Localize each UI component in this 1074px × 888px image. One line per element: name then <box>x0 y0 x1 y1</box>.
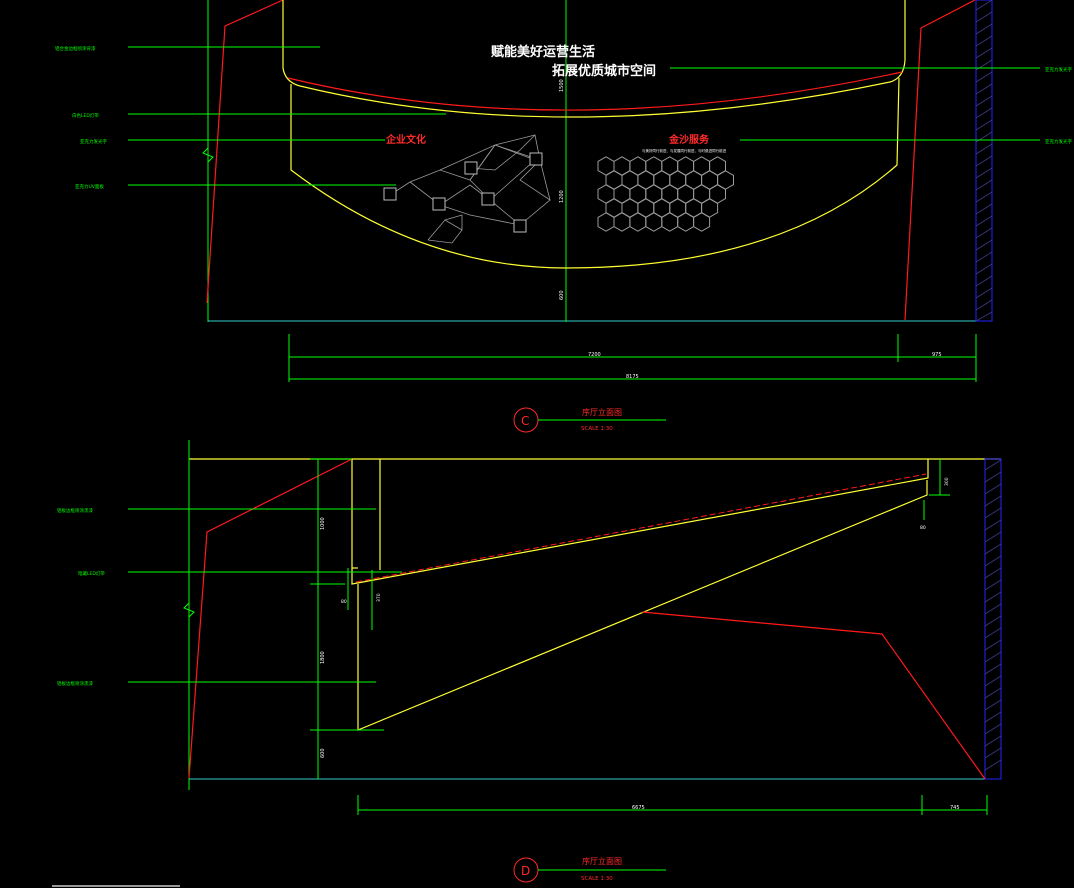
d-upper-panel-yellow <box>351 459 929 585</box>
c-callout-right-2: 亚克力发光字 <box>1045 138 1072 145</box>
c-label-service: 金沙服务 <box>668 133 710 146</box>
c-led-arc-red <box>287 71 903 111</box>
c-callout-1: 铝合金边框喷涂背漆 <box>55 45 96 52</box>
hexagon-cell <box>693 212 711 232</box>
d-small-dim-80: 80 <box>341 599 347 605</box>
d-dim-745: 745 <box>950 805 960 811</box>
d-right-wall-red <box>641 611 986 780</box>
elevation-d: 1000 1800 600 80 370 300 80 铝板边框喷涂黑漆 暗藏L… <box>57 440 1002 883</box>
c-marker: C <box>521 414 529 428</box>
network-node-icon <box>383 187 397 201</box>
hexagon-cell <box>645 212 663 232</box>
c-hexagon-grid <box>597 156 734 232</box>
elevation-c: 赋能美好运营生活 拓展优质城市空间 企业文化 金沙服务 与美好同行前进、与发展同… <box>55 0 1072 433</box>
network-node-icon <box>529 152 543 166</box>
d-vdim-3: 600 <box>320 748 326 758</box>
d-hatch-lines <box>984 459 1002 771</box>
d-small-dim-80b: 80 <box>920 525 926 531</box>
d-scale: SCALE 1:30 <box>581 876 613 882</box>
c-vdim-3: 600 <box>559 290 565 300</box>
hexagon-cell <box>613 212 631 232</box>
c-hatch-column <box>975 0 993 322</box>
d-marker: D <box>521 864 530 878</box>
d-callout-2: 暗藏LED灯带 <box>78 570 105 577</box>
c-hatch-lines <box>975 0 993 322</box>
hexagon-cell <box>629 212 647 232</box>
c-label-culture: 企业文化 <box>385 133 426 146</box>
c-dim-8175: 8175 <box>626 374 639 380</box>
c-title: 序厅立面图 <box>582 407 622 417</box>
d-vdim-2: 1800 <box>320 651 326 664</box>
network-node-icon <box>481 192 495 206</box>
c-lower-bowl-yellow <box>290 77 900 269</box>
c-callout-4: 亚克力UV面板 <box>75 183 104 190</box>
c-scale: SCALE 1:30 <box>581 426 613 432</box>
d-left-wall-red <box>188 458 353 779</box>
hexagon-cell <box>661 212 679 232</box>
c-right-wall-red <box>904 0 976 321</box>
c-break-symbol <box>202 147 214 163</box>
c-dim-975: 975 <box>932 352 942 358</box>
d-led-dashed-red <box>355 473 927 583</box>
network-node-icon <box>432 197 446 211</box>
c-service-subtext: 与美好同行前进、与发展同行前进、与时俱进同行前进 <box>642 148 726 153</box>
hexagon-cell <box>677 212 695 232</box>
c-upper-panel-yellow <box>282 0 906 118</box>
d-lower-panel-yellow <box>357 480 928 731</box>
network-node-icon <box>464 161 478 175</box>
d-small-dim-370: 370 <box>376 593 382 602</box>
d-callout-3: 铝板边框喷涂黑漆 <box>57 680 93 687</box>
c-vdim-1: 1500 <box>559 79 565 92</box>
d-break-symbol <box>183 602 195 618</box>
c-callout-2: 白色LED灯带 <box>72 112 99 119</box>
c-left-wall-red <box>206 0 284 304</box>
c-headline-1: 赋能美好运营生活 <box>491 44 595 60</box>
d-vdim-1: 1000 <box>320 517 326 530</box>
d-small-dim-300: 300 <box>944 477 950 486</box>
c-dim-7200: 7200 <box>588 352 601 358</box>
c-callout-right-1: 亚克力发光字 <box>1045 66 1072 73</box>
c-vdim-2: 1200 <box>559 190 565 203</box>
c-callout-3: 亚克力发光字 <box>80 138 107 145</box>
d-callout-1: 铝板边框喷涂黑漆 <box>57 507 93 514</box>
c-network-graphic <box>383 134 551 244</box>
d-dim-6675: 6675 <box>632 805 645 811</box>
hexagon-cell <box>597 212 615 232</box>
d-title: 序厅立面图 <box>582 856 622 866</box>
c-headline-2: 拓展优质城市空间 <box>552 63 656 79</box>
d-hatch-column <box>984 458 1002 780</box>
network-node-icon <box>513 219 527 233</box>
